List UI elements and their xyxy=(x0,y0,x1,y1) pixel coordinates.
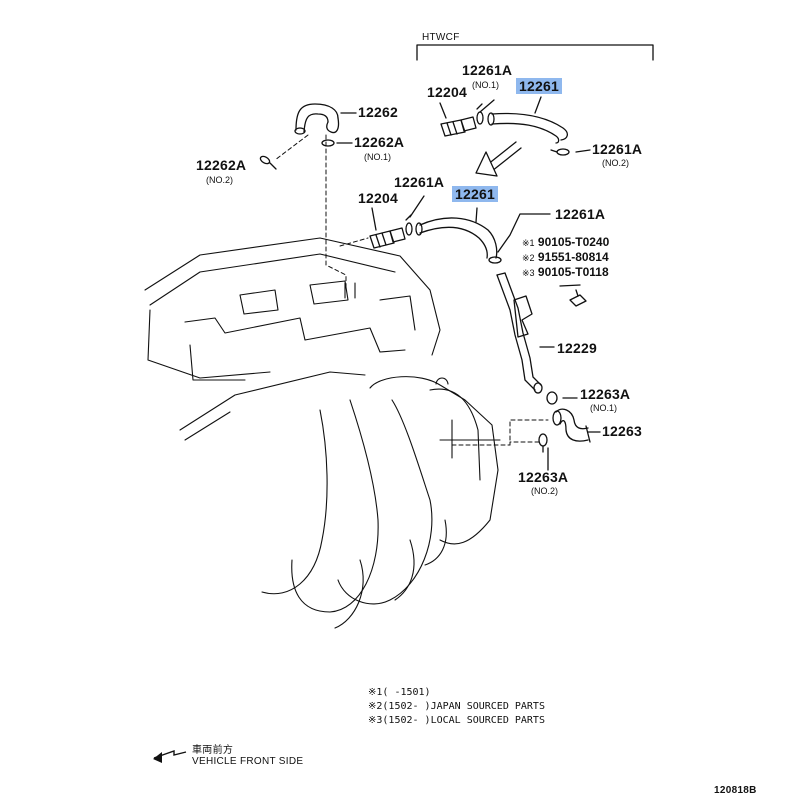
low-clamp-no1-icon xyxy=(546,391,558,405)
top-clamp-no1-icon xyxy=(476,103,484,125)
bolt-part-list: ※1 90105-T0240 ※2 91551-80814 ※3 90105-T… xyxy=(522,235,609,279)
cap-clamp-a-icon xyxy=(321,139,335,147)
part-label-12261a-top-no1[interactable]: 12261A xyxy=(462,62,513,78)
part-sublabel: (NO.1) xyxy=(472,80,499,90)
part-sublabel: (NO.2) xyxy=(531,486,558,496)
bolt-part-2[interactable]: ※2 91551-80814 xyxy=(522,250,609,264)
note-text: LOCAL SOURCED PARTS xyxy=(430,715,545,726)
part-label-12204-mid[interactable]: 12204 xyxy=(358,190,398,206)
part-label-12262[interactable]: 12262 xyxy=(358,104,398,120)
top-clamp-no2-icon xyxy=(550,148,570,156)
leader xyxy=(475,207,478,223)
bolt-part-3[interactable]: ※3 90105-T0118 xyxy=(522,265,609,279)
part-label-12261-top[interactable]: 12261 xyxy=(516,78,562,94)
part-label-12262a-no2[interactable]: 12262A xyxy=(196,157,247,173)
part-sublabel: (NO.1) xyxy=(590,403,617,413)
front-indicator-en: VEHICLE FRONT SIDE xyxy=(192,756,304,767)
bolt-icon xyxy=(569,289,587,307)
part-label-12261-mid[interactable]: 12261 xyxy=(452,186,498,202)
leader xyxy=(409,195,425,218)
note-1: ※1( -1501) xyxy=(368,687,431,698)
part-sublabel: (NO.1) xyxy=(364,152,391,162)
front-indicator-jp: 車両前方 xyxy=(192,745,234,756)
part-label-12261a-mid[interactable]: 12261A xyxy=(394,174,445,190)
leader xyxy=(559,284,581,287)
low-clamp-no2-icon xyxy=(538,433,548,453)
note-range: (1502- ) xyxy=(382,701,431,712)
leader xyxy=(497,213,551,253)
dash xyxy=(274,134,309,161)
direction-arrow-icon xyxy=(475,141,522,177)
part-label-12261a-top-no2[interactable]: 12261A xyxy=(592,141,643,157)
part-label-12263a-no1[interactable]: 12263A xyxy=(580,386,631,402)
top-hose-12261 xyxy=(487,112,568,144)
note-mark: ※2 xyxy=(368,701,383,712)
low-hose-12263 xyxy=(552,408,591,443)
leader xyxy=(479,99,495,113)
leader xyxy=(371,207,377,231)
highlighted-part-number: 12261 xyxy=(452,186,498,202)
bolt-number: 91551-80814 xyxy=(537,250,609,264)
top-union-12204 xyxy=(440,116,477,137)
pipe-12229 xyxy=(496,272,543,394)
highlighted-part-number: 12261 xyxy=(516,78,562,94)
note-2: ※2(1502- )JAPAN SOURCED PARTS xyxy=(368,701,545,712)
part-label-12229[interactable]: 12229 xyxy=(557,340,597,356)
bolt-mark: ※3 xyxy=(522,268,535,278)
bolt-number: 90105-T0240 xyxy=(537,235,610,249)
bolt-mark: ※2 xyxy=(522,253,535,263)
leader xyxy=(534,96,542,114)
leader xyxy=(575,149,591,153)
bolt-mark: ※1 xyxy=(522,238,535,248)
engine-head xyxy=(144,237,441,441)
mid-clamp-icon xyxy=(405,214,413,236)
leader xyxy=(439,102,447,119)
part-sublabel: (NO.2) xyxy=(602,158,629,168)
note-text: JAPAN SOURCED PARTS xyxy=(430,701,545,712)
note-mark: ※3 xyxy=(368,715,383,726)
htwcf-bracket xyxy=(416,44,654,61)
bolt-number: 90105-T0118 xyxy=(537,265,609,279)
mid-hose-12261 xyxy=(415,217,498,259)
cap-clamp-b-icon xyxy=(259,155,277,170)
part-label-12263[interactable]: 12263 xyxy=(602,423,642,439)
variant-label: HTWCF xyxy=(422,32,460,43)
intake-manifold xyxy=(261,376,501,629)
figure-code: 120818B xyxy=(714,785,757,796)
note-range: ( -1501) xyxy=(382,687,431,698)
part-label-12262a-no1[interactable]: 12262A xyxy=(354,134,405,150)
cap-hose-12262 xyxy=(294,103,340,135)
front-arrow-icon xyxy=(153,750,187,763)
bolt-part-1[interactable]: ※1 90105-T0240 xyxy=(522,235,609,249)
part-sublabel: (NO.2) xyxy=(206,175,233,185)
part-label-12261a-right[interactable]: 12261A xyxy=(555,206,606,222)
note-3: ※3(1502- )LOCAL SOURCED PARTS xyxy=(368,715,545,726)
right-clamp-icon xyxy=(488,256,502,264)
part-label-12263a-no2[interactable]: 12263A xyxy=(518,469,569,485)
note-range: (1502- ) xyxy=(382,715,431,726)
part-label-12204-top[interactable]: 12204 xyxy=(427,84,467,100)
mid-union-12204 xyxy=(369,227,406,249)
note-mark: ※1 xyxy=(368,687,383,698)
